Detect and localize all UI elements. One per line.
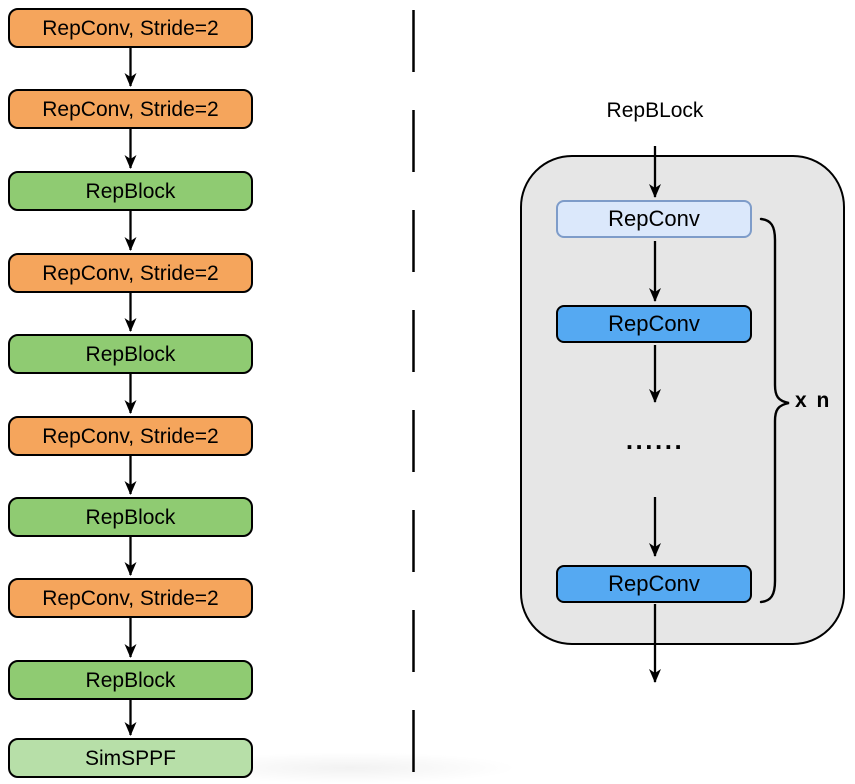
backbone-block-repconv-stride-2: RepConv, Stride=2	[8, 89, 253, 129]
repeat-count-label: x n	[795, 389, 832, 412]
ellipsis: ......	[625, 425, 685, 455]
backbone-block-repconv-stride-3: RepConv, Stride=2	[8, 253, 253, 293]
backbone-block-repconv-stride-5: RepConv, Stride=2	[8, 578, 253, 618]
backbone-block-repblock-1: RepBlock	[8, 171, 253, 211]
backbone-block-repblock-4: RepBlock	[8, 660, 253, 700]
detail-block-repconv-middle: RepConv	[556, 305, 752, 343]
backbone-block-simsppf: SimSPPF	[8, 738, 253, 778]
backbone-block-repblock-3: RepBlock	[8, 497, 253, 537]
backbone-block-repconv-stride-1: RepConv, Stride=2	[8, 8, 253, 48]
detail-block-repconv-last: RepConv	[556, 565, 752, 603]
backbone-block-repconv-stride-4: RepConv, Stride=2	[8, 416, 253, 456]
detail-block-repconv-first: RepConv	[556, 200, 752, 238]
detail-title: RepBLock	[606, 99, 704, 122]
backbone-block-repblock-2: RepBlock	[8, 334, 253, 374]
